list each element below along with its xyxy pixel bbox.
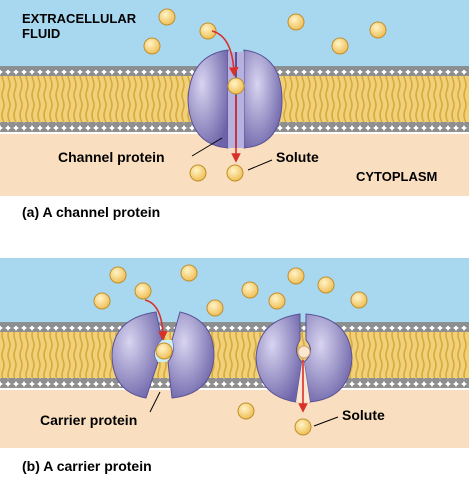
solute-entry-arrow <box>211 30 239 77</box>
solute-in-channel <box>227 77 245 95</box>
channel-protein-leader <box>191 137 223 157</box>
solute-bound-carrier <box>297 345 311 359</box>
channel-protein <box>187 49 283 149</box>
solute-particle <box>93 292 111 310</box>
extracellular-fluid-region <box>0 258 469 326</box>
solutes-extracellular-b <box>93 264 368 317</box>
solute-particle <box>134 282 152 300</box>
lipid-bilayer <box>0 322 469 388</box>
carrier-protein-open-inward <box>255 313 353 403</box>
carrier-protein-label: Carrier protein <box>40 412 137 428</box>
solute-particle <box>199 22 217 40</box>
solute-cytoplasm <box>189 164 207 182</box>
solute-leader-b <box>313 416 339 427</box>
solute-particle <box>241 281 259 299</box>
solute-cytoplasm <box>294 418 312 436</box>
solute-particle <box>109 266 127 284</box>
solute-particle <box>317 276 335 294</box>
solute-cytoplasm <box>226 164 244 182</box>
solute-particle <box>206 299 224 317</box>
extracellular-fluid-label: EXTRACELLULAR <box>22 11 137 26</box>
solute-particle <box>350 291 368 309</box>
caption-a: (a) A channel protein <box>22 204 160 220</box>
solute-particle <box>180 264 198 282</box>
solute-binding-arrow <box>144 299 168 341</box>
caption-b: (b) A carrier protein <box>22 458 152 474</box>
carrier-protein-open-outward <box>111 311 215 399</box>
panel-b-carrier-protein: Carrier protein Solute (b) A carrier pro… <box>0 258 469 474</box>
solute-particle <box>287 13 305 31</box>
solutes-extracellular-a <box>143 8 387 55</box>
solute-particle <box>369 21 387 39</box>
solute-leader-a <box>247 159 273 171</box>
channel-protein-label: Channel protein <box>58 149 165 165</box>
solute-particle <box>158 8 176 26</box>
solute-particle <box>287 267 305 285</box>
cytoplasm-region <box>0 390 469 448</box>
solute-label-b: Solute <box>342 407 385 423</box>
solute-particle <box>143 37 161 55</box>
solute-bound-carrier <box>155 342 173 360</box>
solute-particle <box>268 292 286 310</box>
panel-a-channel-protein: EXTRACELLULAR FLUID Channel protein Solu… <box>0 0 469 220</box>
carrier-protein-leader <box>149 391 161 413</box>
solute-particle <box>331 37 349 55</box>
solute-cytoplasm <box>237 402 255 420</box>
cytoplasm-label: CYTOPLASM <box>356 169 437 184</box>
extracellular-fluid-label-line2: FLUID <box>22 26 60 41</box>
solute-label-a: Solute <box>276 149 319 165</box>
